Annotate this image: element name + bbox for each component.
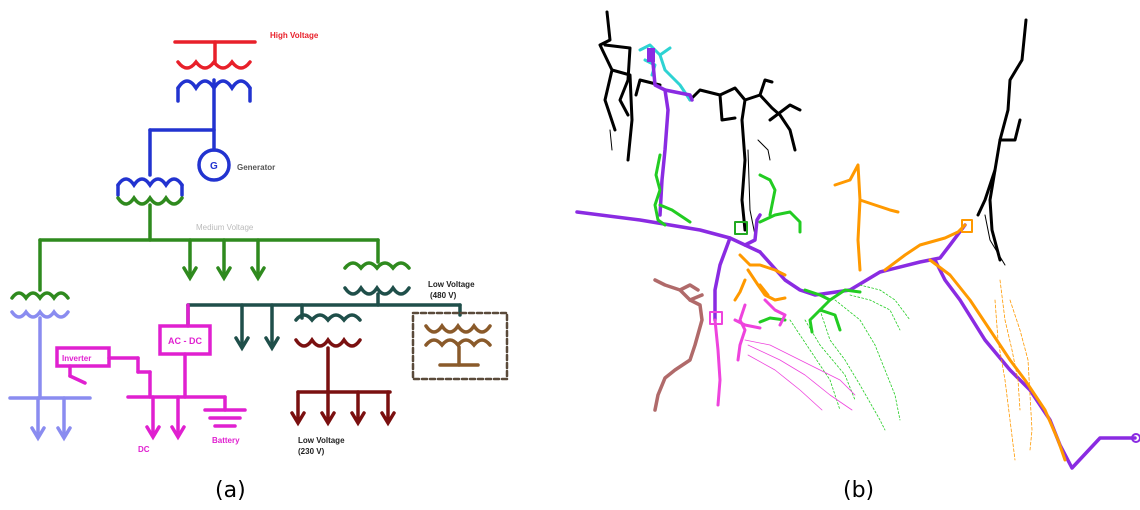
orange-feeders <box>733 163 1067 462</box>
green-fine-traces <box>789 284 911 431</box>
generator-label: Generator <box>237 163 275 172</box>
purple-substation-marker <box>647 48 655 62</box>
brown-feeders <box>653 278 704 412</box>
high-voltage-section <box>173 40 257 70</box>
low-voltage-230-label-line2: (230 V) <box>298 447 325 456</box>
low-voltage-230-section <box>290 336 396 427</box>
dc-label: DC <box>138 445 150 454</box>
battery-label: Battery <box>212 436 240 445</box>
black-feeders <box>598 10 1028 262</box>
left-feeder <box>8 308 92 442</box>
inverter-label: Inverter <box>62 354 91 363</box>
pink-feeders <box>713 298 787 407</box>
low-voltage-480-section <box>186 284 462 352</box>
pink-fine-traces <box>744 339 856 411</box>
panel-b-caption: (b) <box>843 478 874 503</box>
purple-end-marker <box>1131 433 1140 443</box>
generator-symbol: G <box>210 161 218 172</box>
panel-a-single-line-diagram: High Voltage G Generator <box>8 31 509 456</box>
low-voltage-230-label-line1: Low Voltage <box>298 436 345 445</box>
pink-substation-marker <box>709 311 723 325</box>
medium-voltage-label: Medium Voltage <box>196 223 254 232</box>
orange-substation-marker <box>961 219 973 233</box>
high-voltage-label: High Voltage <box>270 31 319 40</box>
dc-section <box>55 303 247 441</box>
green-substation-marker <box>734 221 748 235</box>
green-feeders <box>653 153 862 334</box>
black-fine-traces <box>609 129 1006 266</box>
low-voltage-480-label-line1: Low Voltage <box>428 280 475 289</box>
purple-trunk <box>575 50 1137 470</box>
ac-dc-label: AC - DC <box>168 336 202 346</box>
medium-voltage-section <box>10 194 411 302</box>
low-voltage-480-label-line2: (480 V) <box>430 291 457 300</box>
panel-b-network-map <box>575 10 1140 470</box>
generator-transformer <box>116 78 252 197</box>
boxed-transformer <box>411 311 509 381</box>
orange-fine-traces <box>994 279 1033 461</box>
panel-a-caption: (a) <box>215 478 246 503</box>
